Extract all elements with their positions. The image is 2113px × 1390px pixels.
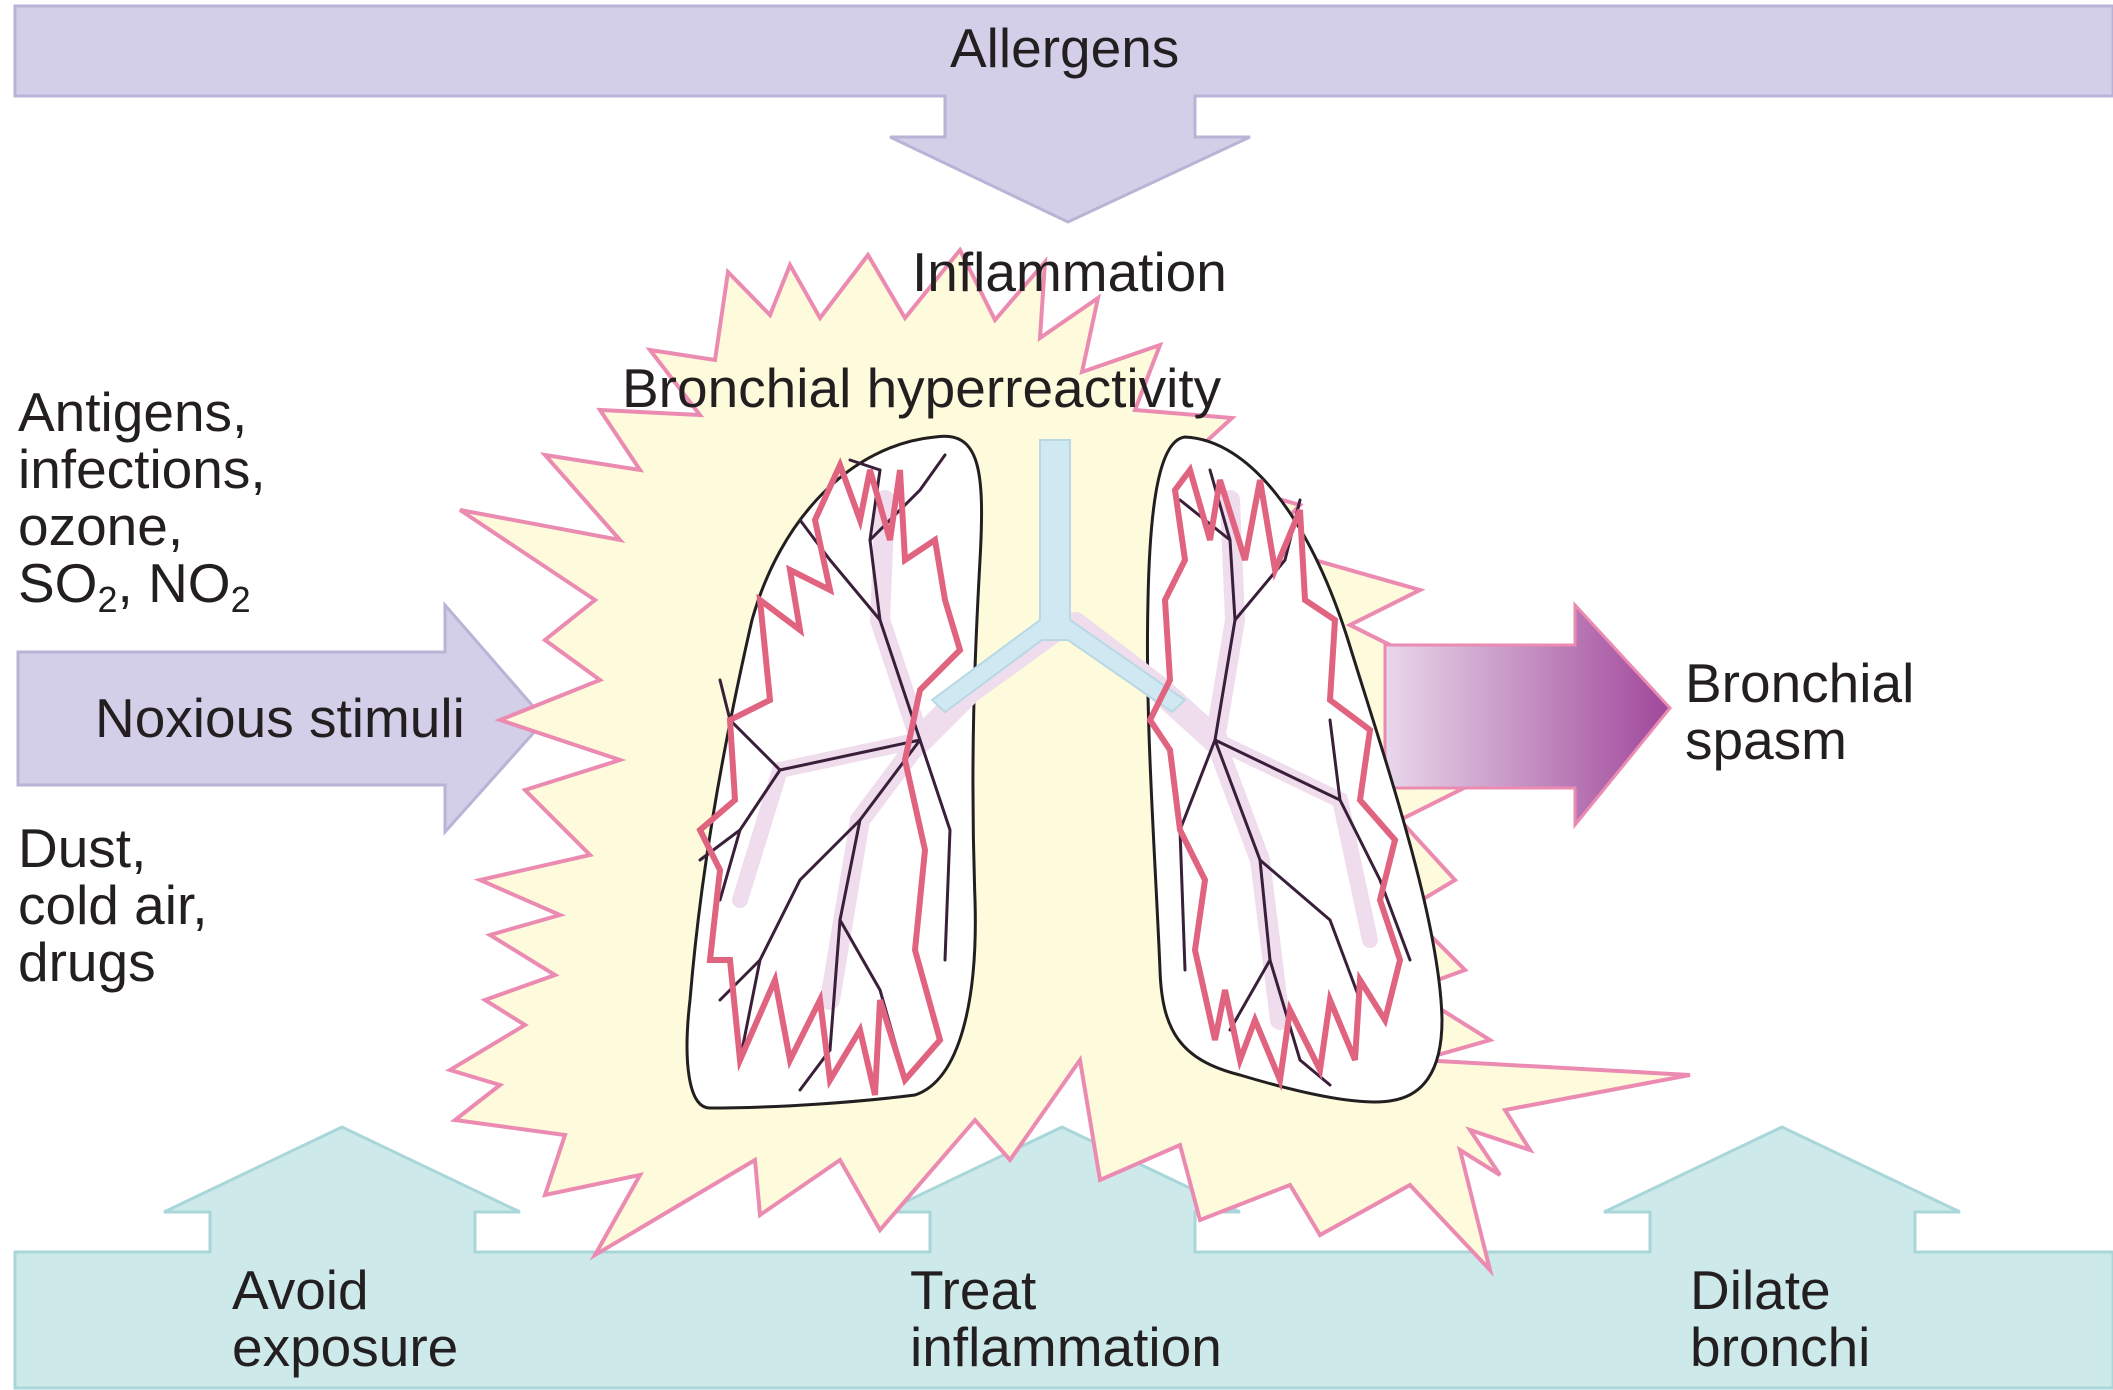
therapy-line: inflammation	[910, 1319, 1222, 1376]
bronchial-spasm-label: Bronchial spasm	[1685, 655, 1914, 769]
so2-subscript: 2	[97, 579, 117, 620]
trigger-line: cold air,	[18, 877, 208, 934]
dilate-bronchi-label: Dilate bronchi	[1690, 1262, 1870, 1376]
avoid-exposure-label: Avoid exposure	[232, 1262, 458, 1376]
noxious-stimuli-label: Noxious stimuli	[95, 690, 465, 747]
outcome-line: Bronchial	[1685, 655, 1914, 712]
bronchial-hyperreactivity-label: Bronchial hyperreactivity	[622, 360, 1221, 417]
trigger-line: ozone,	[18, 498, 266, 555]
trigger-line-gases: SO2, NO2	[18, 555, 266, 612]
therapy-line: bronchi	[1690, 1319, 1870, 1376]
outcome-line: spasm	[1685, 712, 1914, 769]
so2-text: SO	[18, 552, 97, 614]
therapy-line: Avoid	[232, 1262, 458, 1319]
therapy-line: Treat	[910, 1262, 1222, 1319]
trigger-line: infections,	[18, 441, 266, 498]
trigger-line: Antigens,	[18, 384, 266, 441]
physical-triggers-label: Dust, cold air, drugs	[18, 820, 208, 991]
inflammation-label: Inflammation	[912, 244, 1227, 301]
airborne-triggers-label: Antigens, infections, ozone, SO2, NO2	[18, 384, 266, 612]
treat-inflammation-label: Treat inflammation	[910, 1262, 1222, 1376]
no2-subscript: 2	[231, 579, 251, 620]
no2-text: NO	[148, 552, 231, 614]
trigger-line: Dust,	[18, 820, 208, 877]
therapy-line: exposure	[232, 1319, 458, 1376]
allergens-label: Allergens	[950, 20, 1179, 77]
therapy-line: Dilate	[1690, 1262, 1870, 1319]
trigger-line: drugs	[18, 934, 208, 991]
